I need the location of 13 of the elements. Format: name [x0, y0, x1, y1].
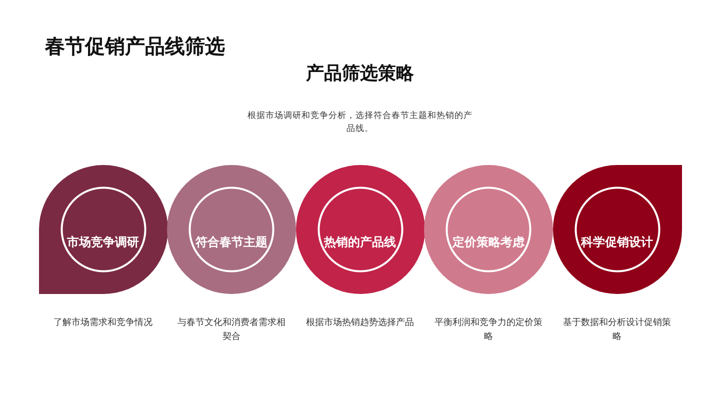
step-label: 热销的产品线 — [324, 234, 396, 248]
intro-text: 根据市场调研和竞争分析，选择符合春节主题和热销的产品线。 — [247, 110, 473, 136]
step-description: 与春节文化和消费者需求相契合 — [176, 316, 286, 344]
step-label: 科学促销设计 — [581, 234, 653, 248]
title: 春节促销产品线筛选 — [45, 34, 225, 58]
subtitle: 产品筛选策略 — [306, 63, 414, 85]
step-label: 定价策略考虑 — [452, 234, 524, 248]
step-label: 市场竞争调研 — [67, 234, 139, 248]
step-description: 了解市场需求和竞争情况 — [52, 316, 154, 330]
step-description: 根据市场热销趋势选择产品 — [305, 316, 415, 330]
step-description: 平衡利润和竞争力的定价策略 — [434, 316, 544, 344]
step-label: 符合春节主题 — [196, 234, 268, 248]
step-description: 基于数据和分析设计促销策略 — [562, 316, 672, 344]
